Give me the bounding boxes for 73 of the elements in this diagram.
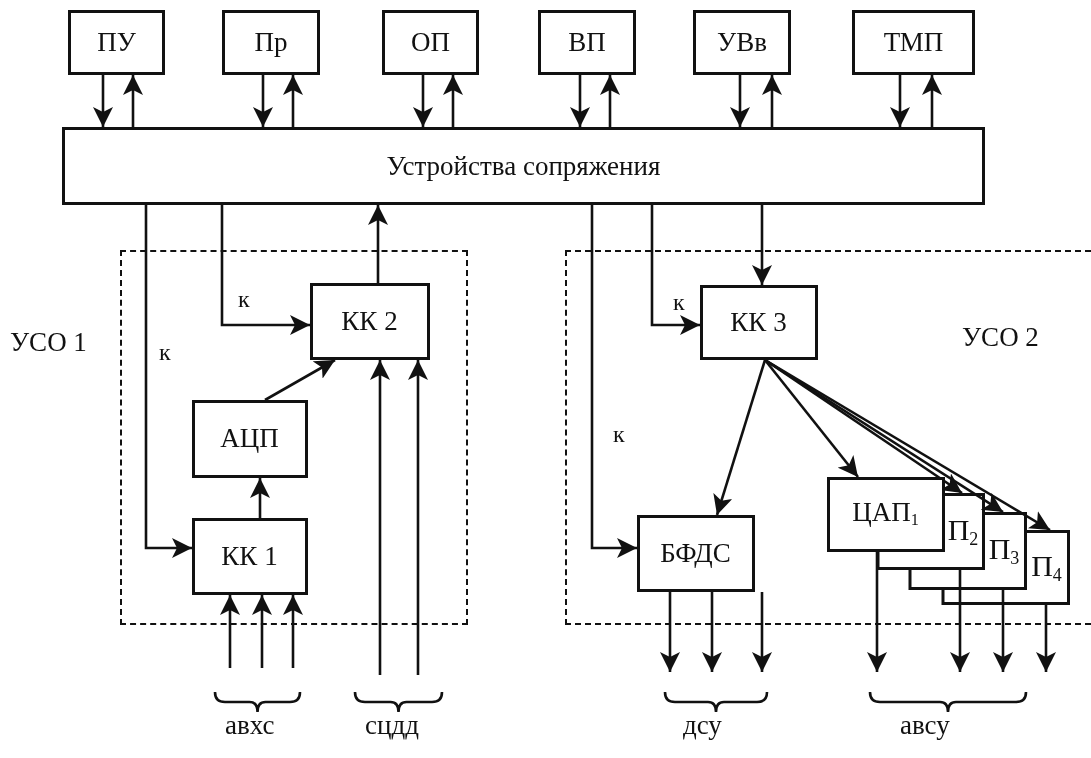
arrow bbox=[93, 75, 113, 127]
signal-group-label: авхс bbox=[225, 712, 275, 739]
arrow bbox=[252, 595, 272, 668]
arrow bbox=[253, 75, 273, 127]
block-label: УВв bbox=[717, 27, 767, 58]
block-box bbox=[699, 284, 818, 360]
arrow bbox=[762, 75, 782, 127]
block-box bbox=[693, 10, 791, 75]
arrow bbox=[144, 205, 192, 558]
arrow bbox=[730, 75, 750, 127]
block-box bbox=[826, 476, 945, 552]
block-label: КК 3 bbox=[730, 306, 787, 338]
dashed-group-frame bbox=[565, 250, 1091, 625]
arrow bbox=[867, 552, 887, 672]
arrow bbox=[283, 595, 303, 668]
block-box bbox=[852, 10, 975, 75]
arrow bbox=[600, 75, 620, 127]
block-label: АЦП bbox=[220, 423, 279, 454]
arrow bbox=[413, 75, 433, 127]
arrow bbox=[443, 75, 463, 127]
signal-group-label: сцдд bbox=[365, 712, 419, 739]
signal-group-label: дсу bbox=[683, 712, 722, 739]
arrow bbox=[590, 205, 637, 558]
block-label: КК 2 bbox=[341, 305, 398, 337]
block-label: П$_{4}$ bbox=[1031, 548, 1062, 586]
block-box bbox=[191, 399, 308, 478]
arrow bbox=[922, 75, 942, 127]
block-box bbox=[382, 10, 479, 75]
interface-bus-box bbox=[62, 127, 985, 205]
arrow bbox=[123, 75, 143, 127]
block-label: ТМП bbox=[883, 27, 944, 58]
block-label: ОП bbox=[411, 27, 450, 58]
block-box bbox=[191, 517, 308, 595]
block-label: БФДС bbox=[660, 537, 731, 569]
arrow bbox=[283, 75, 303, 127]
block-label: Пр bbox=[254, 27, 288, 58]
arrow bbox=[408, 360, 428, 675]
block-box bbox=[222, 10, 320, 75]
block-label: Устройства сопряжения bbox=[386, 150, 661, 182]
block-box bbox=[1026, 529, 1070, 605]
arrow bbox=[752, 205, 772, 285]
arrow bbox=[650, 205, 700, 335]
block-label: П$_{2}$ bbox=[947, 512, 979, 550]
arrow bbox=[993, 590, 1013, 672]
arrow bbox=[950, 570, 970, 672]
arrow bbox=[764, 359, 859, 478]
block-label: ЦАП$_{1}$ bbox=[852, 497, 919, 531]
block-label: ПУ bbox=[97, 27, 136, 58]
group-label: УСО 2 bbox=[962, 322, 1039, 353]
block-box bbox=[636, 514, 755, 592]
arrow bbox=[220, 205, 310, 335]
arrow bbox=[370, 360, 390, 675]
arrow bbox=[660, 592, 680, 672]
arrow bbox=[250, 478, 270, 518]
block-label: ВП bbox=[568, 27, 606, 58]
arrow bbox=[713, 359, 767, 516]
block-box bbox=[68, 10, 165, 75]
block-box bbox=[984, 511, 1027, 590]
arrow bbox=[702, 592, 722, 672]
arrow bbox=[368, 205, 388, 283]
group-label: УСО 1 bbox=[10, 327, 87, 358]
block-box bbox=[944, 492, 985, 570]
arrow bbox=[220, 595, 240, 668]
arrow bbox=[1036, 605, 1056, 672]
signal-group-label: авсу bbox=[900, 712, 950, 739]
block-box bbox=[309, 282, 430, 360]
block-label: КК 1 bbox=[221, 540, 278, 572]
arrow bbox=[752, 592, 772, 672]
arrow bbox=[264, 358, 336, 402]
block-label: П$_{3}$ bbox=[988, 532, 1020, 569]
arrow bbox=[890, 75, 910, 127]
arrow bbox=[570, 75, 590, 127]
block-box bbox=[538, 10, 636, 75]
